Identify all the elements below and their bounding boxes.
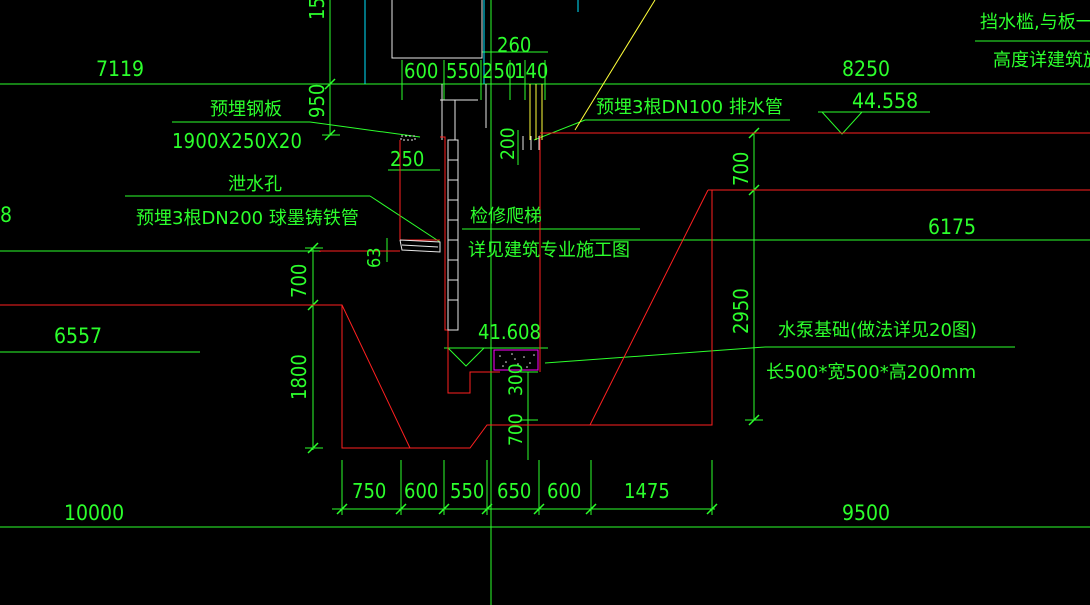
cast-iron-pipe-label: 预埋3根DN200 球墨铸铁管 (136, 208, 359, 229)
elevation-bottom: 41.608 (478, 320, 541, 344)
overflow-hole-label: 泄水孔 (228, 174, 282, 195)
dim-300: 300 (505, 363, 527, 396)
pump-base-label: 水泵基础(做法详见20图) (778, 320, 977, 341)
ladder-label: 检修爬梯 (470, 206, 542, 227)
cyan-lines (364, 0, 579, 84)
dim-63: 63 (364, 247, 385, 268)
dim-600-b1: 600 (404, 479, 438, 503)
dim-10000: 10000 (64, 501, 124, 525)
dim-750: 750 (352, 479, 386, 503)
dim-200: 200 (497, 127, 519, 160)
dim-550-top: 550 (446, 59, 480, 83)
steel-plate-size: 1900X250X20 (172, 129, 302, 153)
top-right-note-1: 挡水槛,与板一起 (980, 12, 1090, 33)
dim-700-left: 700 (287, 264, 311, 298)
dim-700-bottom: 700 (505, 413, 527, 446)
drain-pipe-label: 预埋3根DN100 排水管 (596, 97, 783, 118)
dim-550-b: 550 (450, 479, 484, 503)
dim-140: 140 (514, 59, 548, 83)
dim-600-b2: 600 (547, 479, 581, 503)
dim-6557: 6557 (54, 324, 102, 348)
elevation-top: 44.558 (852, 89, 918, 113)
dim-6175: 6175 (928, 215, 976, 239)
dim-9500: 9500 (842, 501, 890, 525)
drain-pipe-stubs (522, 136, 540, 150)
dim-2950: 2950 (729, 288, 753, 334)
dim-650: 650 (497, 479, 531, 503)
pump-base (493, 349, 539, 371)
dim-8-left: 8 (0, 203, 12, 227)
dim-1800: 1800 (287, 354, 311, 400)
dim-7119: 7119 (96, 57, 144, 81)
maintenance-ladder (399, 135, 459, 331)
dim-8250: 8250 (842, 57, 890, 81)
dim-1475: 1475 (624, 479, 670, 503)
ladder-note: 详见建筑专业施工图 (468, 240, 630, 261)
dim-150: 150 (305, 0, 329, 20)
dim-600-top: 600 (404, 59, 438, 83)
annotations: 挡水槛,与板一起 高度详建筑施工 预埋钢板 1900X250X20 预埋3根DN… (0, 0, 1090, 525)
dim-700-right: 700 (729, 152, 753, 186)
dim-260: 260 (497, 33, 531, 57)
drain-pipe-lines (529, 0, 656, 140)
steel-plate-label: 预埋钢板 (210, 99, 282, 120)
top-right-note-2: 高度详建筑施工 (993, 50, 1090, 71)
dim-250-mid: 250 (390, 147, 424, 171)
pit-structure (0, 132, 1090, 449)
pump-base-size: 长500*宽500*高200mm (766, 362, 976, 383)
dim-950: 950 (305, 84, 329, 118)
dim-250-top: 250 (482, 59, 516, 83)
